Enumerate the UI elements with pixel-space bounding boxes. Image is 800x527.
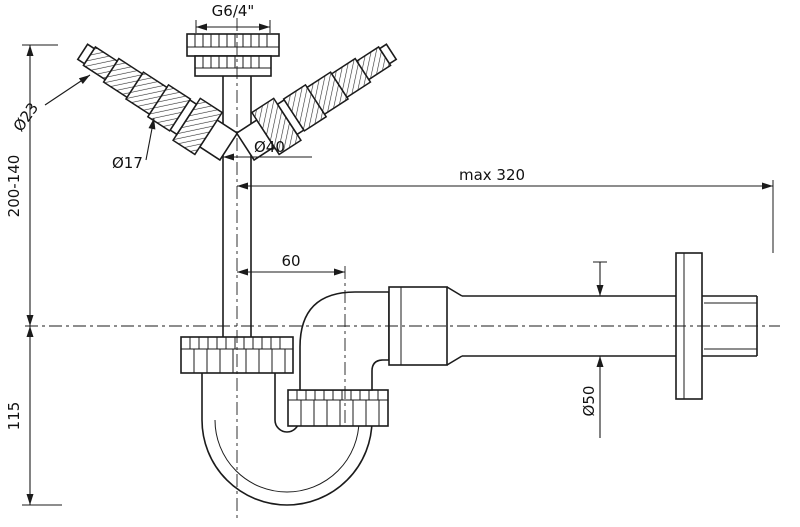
outlet-elbow [299, 291, 390, 391]
top-union-nut [186, 33, 280, 77]
dim-label-height-range: 200-140 [5, 155, 23, 218]
dim-label-max-length: max 320 [459, 166, 525, 184]
dim-max-length: max 320 [237, 166, 774, 253]
dim-label-hose-outer: Ø23 [10, 99, 42, 135]
dim-label-thread: G6/4" [212, 2, 255, 20]
dim-label-trap-depth: 115 [5, 402, 23, 431]
dim-hose-outer: Ø23 [10, 74, 91, 135]
dim-thread-g64: G6/4" [195, 2, 271, 33]
left-inlet-nozzle [76, 43, 239, 162]
dim-label-offset: 60 [281, 252, 300, 270]
dim-trap-depth: 115 [5, 326, 62, 506]
dim-height-range: 200-140 [5, 44, 58, 326]
dim-offset-60: 60 [237, 252, 345, 276]
dim-label-hose-inner: Ø17 [112, 154, 143, 172]
right-inlet-nozzle [235, 43, 398, 162]
dim-label-outlet-dia: Ø50 [580, 386, 598, 417]
dim-label-tube-dia: Ø40 [254, 138, 285, 156]
dim-outlet-dia: Ø50 [580, 261, 607, 438]
trap-lower-nut [287, 389, 389, 427]
dim-hose-inner: Ø17 [112, 117, 156, 172]
dim-tube-dia: Ø40 [223, 138, 312, 161]
